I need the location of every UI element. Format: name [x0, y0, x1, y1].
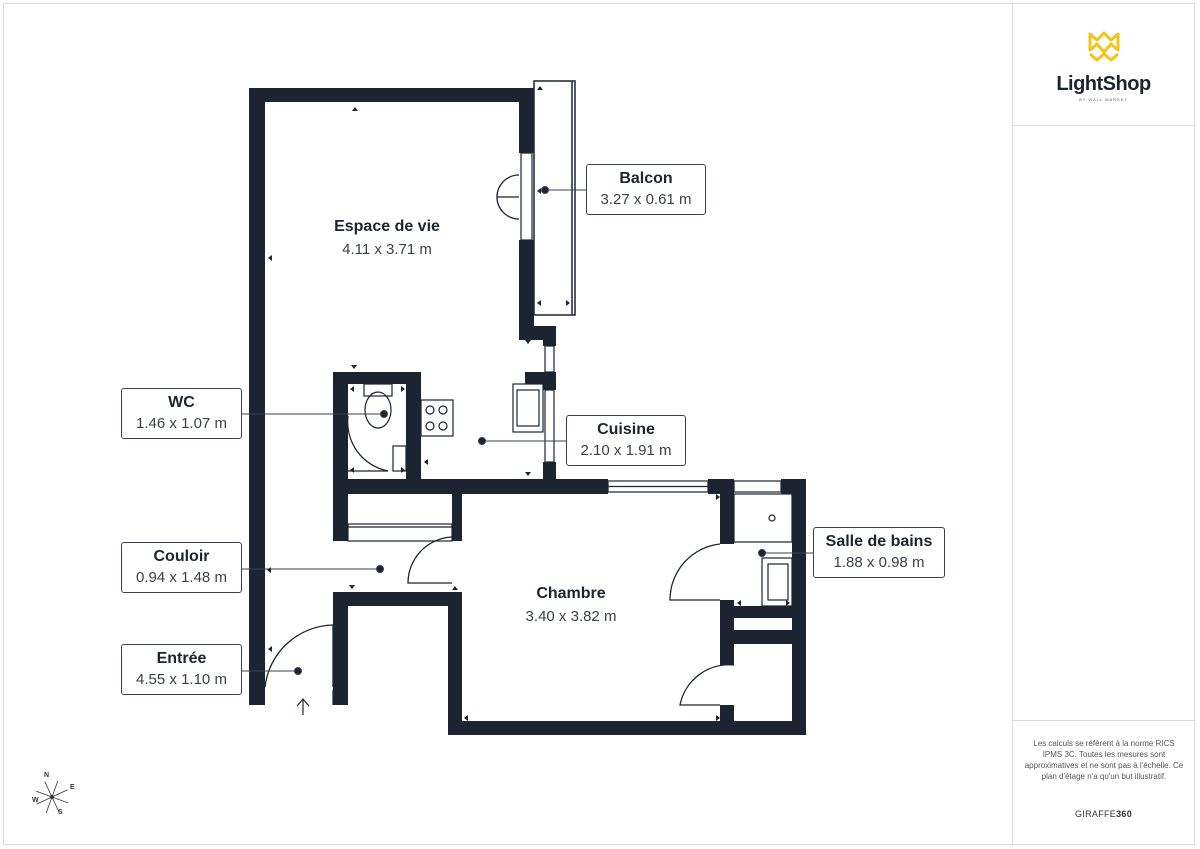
room-dims: 1.88 x 0.98 m [833, 554, 925, 571]
compass-icon [35, 780, 69, 814]
callout-cuisine: Cuisine 2.10 x 1.91 m [566, 415, 686, 466]
callout-entree: Entrée 4.55 x 1.10 m [121, 644, 242, 695]
room-dims: 0.94 x 1.48 m [136, 569, 227, 586]
brand-name: LightShop [1056, 73, 1151, 95]
brand-logo: LightShop BY WALL MARKET [1012, 30, 1195, 102]
room-name: Chambre [536, 585, 606, 602]
callout-wc: WC 1.46 x 1.07 m [121, 388, 242, 439]
room-name: Couloir [153, 548, 210, 565]
compass-rose: N E S W [27, 772, 77, 822]
disclaimer-text: Les calculs se réfèrent à la norme RICS … [1024, 739, 1184, 781]
room-name: Entrée [156, 650, 207, 667]
doors [264, 174, 735, 706]
room-name: WC [168, 394, 195, 411]
room-label-chambre: Chambre 3.40 x 3.82 m [526, 585, 617, 625]
room-dims: 4.11 x 3.71 m [342, 241, 432, 258]
room-name: Espace de vie [334, 218, 440, 235]
callout-salle-de-bains: Salle de bains 1.88 x 0.98 m [813, 527, 945, 578]
room-name: Salle de bains [825, 533, 933, 550]
brand-tagline: BY WALL MARKET [1079, 97, 1128, 102]
sidebar-separator-top [1012, 125, 1195, 126]
room-dims: 3.27 x 0.61 m [600, 191, 692, 208]
page-frame [3, 3, 1195, 845]
compass-e: E [70, 784, 75, 791]
room-dims: 1.46 x 1.07 m [136, 415, 227, 432]
room-dims: 3.40 x 3.82 m [525, 608, 617, 625]
windows [347, 152, 782, 542]
callout-balcon: Balcon 3.27 x 0.61 m [586, 164, 706, 215]
provider-logo: GIRAFFE360 [1012, 809, 1195, 819]
measure-markers [267, 86, 790, 721]
callout-couloir: Couloir 0.94 x 1.48 m [121, 542, 242, 593]
leaders [242, 186, 813, 675]
entrance-arrow-icon [296, 698, 310, 715]
compass-w: W [32, 797, 39, 804]
compass-s: S [58, 809, 63, 816]
room-label-espace-de-vie: Espace de vie 4.11 x 3.71 m [334, 218, 440, 258]
room-name: Cuisine [597, 421, 655, 438]
walls [249, 88, 806, 735]
room-dims: 2.10 x 1.91 m [580, 442, 672, 459]
room-dims: 4.55 x 1.10 m [136, 671, 227, 688]
compass-n: N [44, 772, 50, 779]
fixtures [332, 383, 793, 705]
sidebar-divider [1012, 3, 1013, 845]
sidebar-separator-bottom [1012, 720, 1195, 721]
provider-suffix: 360 [1116, 809, 1133, 819]
room-name: Balcon [619, 170, 673, 187]
balcony-outline [533, 80, 576, 316]
lightshop-logo-icon [1088, 31, 1119, 62]
provider-prefix: GIRAFFE [1074, 809, 1117, 819]
